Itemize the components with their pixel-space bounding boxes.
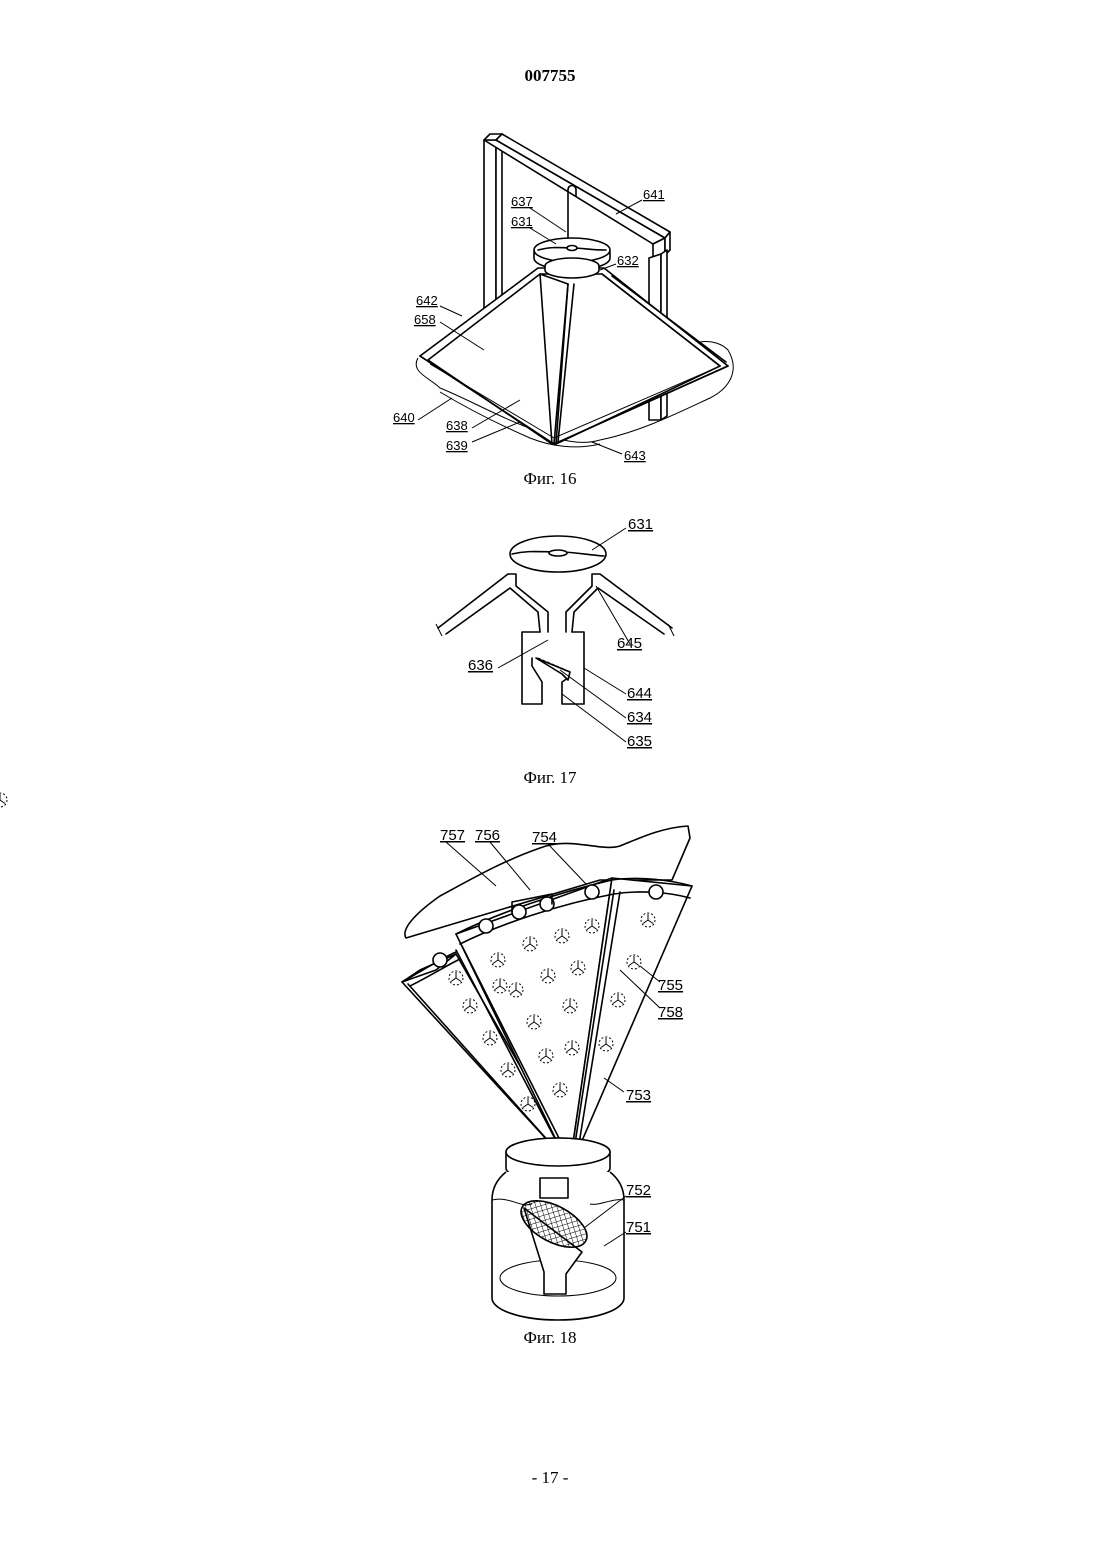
caption-fig-17: Фиг. 17 <box>0 768 1100 788</box>
turbine-disc-detail <box>510 536 606 572</box>
label-643: 643 <box>624 448 646 463</box>
label-753: 753 <box>626 1087 651 1104</box>
label-635: 635 <box>627 733 652 750</box>
label-638: 638 <box>446 418 468 433</box>
label-645: 645 <box>617 635 642 652</box>
label-757: 757 <box>440 827 465 844</box>
label-634: 634 <box>627 709 652 726</box>
turbine-disc <box>534 238 610 278</box>
label-639: 639 <box>446 438 468 453</box>
label-751: 751 <box>626 1219 651 1236</box>
figure-18-drawing: 757 756 754 755 758 753 752 751 <box>0 800 1100 1340</box>
label-752: 752 <box>626 1182 651 1199</box>
label-641: 641 <box>643 187 665 202</box>
label-640: 640 <box>393 410 415 425</box>
valve-housing <box>522 632 584 704</box>
page-footer-number: - 17 - <box>0 1468 1100 1488</box>
label-658: 658 <box>414 312 436 327</box>
label-644: 644 <box>627 685 652 702</box>
figure-17-drawing: 631 645 636 644 634 635 <box>0 500 1100 800</box>
label-637: 637 <box>511 194 533 209</box>
label-632: 632 <box>617 253 639 268</box>
label-754: 754 <box>532 829 557 846</box>
label-631-detail: 631 <box>628 516 653 533</box>
caption-fig-18: Фиг. 18 <box>0 1328 1100 1348</box>
label-756: 756 <box>475 827 500 844</box>
label-758: 758 <box>658 1004 683 1021</box>
label-636: 636 <box>468 657 493 674</box>
label-755: 755 <box>658 977 683 994</box>
figure-16-drawing: 641 637 631 632 642 658 640 638 639 643 <box>0 0 1100 480</box>
caption-fig-16: Фиг. 16 <box>0 469 1100 489</box>
duct-walls <box>436 574 674 636</box>
label-642: 642 <box>416 293 438 308</box>
label-631: 631 <box>511 214 533 229</box>
